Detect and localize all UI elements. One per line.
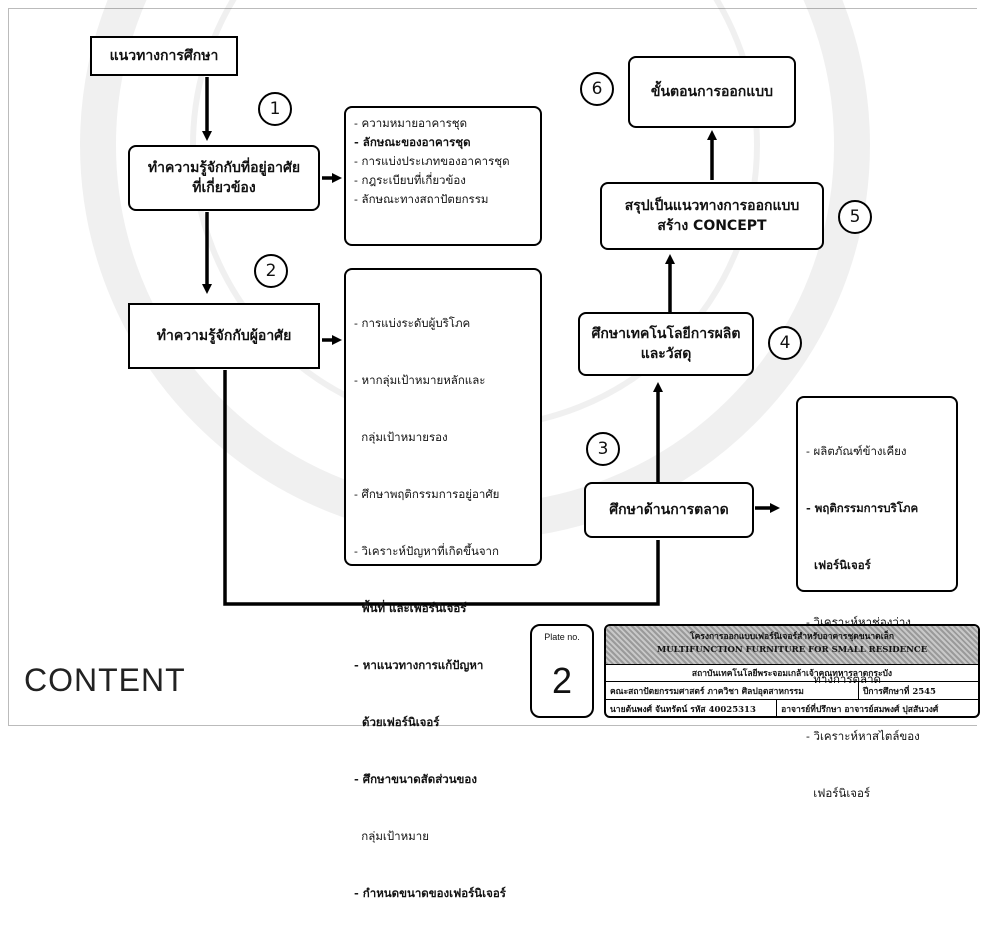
list-item: - ความหมายอาคารชุด: [354, 116, 468, 130]
list-marketing: - ผลิตภัณฑ์ข้างเคียง - พฤติกรรมการบริโภค…: [796, 396, 958, 800]
list-item: เฟอร์นิเจอร์: [806, 786, 871, 800]
step-number-2-text: 2: [265, 261, 277, 281]
title-block-people-row: นายต้นพงศ์ จันทรัตน์ รหัส 40025313 อาจาร…: [606, 700, 978, 716]
step-number-5: 5: [838, 200, 872, 234]
node-concept: สรุปเป็นแนวทางการออกแบบ สร้าง CONCEPT: [600, 182, 824, 250]
title-block-faculty-row: คณะสถาปัตยกรรมศาสตร์ ภาควิชา ศิลปอุตสาหก…: [606, 682, 978, 700]
step-number-1: 1: [258, 92, 292, 126]
node-know-resident-label: ทำความรู้จักกับผู้อาศัย: [156, 328, 292, 344]
node-technology-label: ศึกษาเทคโนโลยีการผลิต และวัสดุ: [591, 326, 741, 362]
plate-number-box: Plate no. 2: [530, 624, 594, 718]
list-housing: - ความหมายอาคารชุด - ลักษณะของอาคารชุด -…: [344, 106, 542, 246]
title-block: โครงการออกแบบเฟอร์นิเจอร์สำหรับอาคารชุดข…: [604, 624, 980, 718]
step-number-3-text: 3: [597, 439, 609, 459]
title-block-header-line2: MULTIFUNCTION FURNITURE FOR SMALL RESIDE…: [656, 645, 928, 655]
title-block-faculty: คณะสถาปัตยกรรมศาสตร์ ภาควิชา ศิลปอุตสาหก…: [606, 682, 859, 699]
list-item: - การแบ่งระดับผู้บริโภค: [354, 316, 471, 330]
step-number-4: 4: [768, 326, 802, 360]
list-item: - วิเคราะห์หาสไตล์ของ: [806, 729, 920, 743]
node-know-housing-label: ทำความรู้จักกับที่อยู่อาศัย ที่เกี่ยวข้อ…: [147, 160, 301, 196]
step-number-1-text: 1: [269, 99, 281, 119]
list-item: - วิเคราะห์ปัญหาที่เกิดขึ้นจาก: [354, 544, 499, 558]
title-block-header: โครงการออกแบบเฟอร์นิเจอร์สำหรับอาคารชุดข…: [606, 626, 978, 665]
step-number-6-text: 6: [591, 79, 603, 99]
list-item: - หาแนวทางการแก้ปัญหา: [354, 658, 484, 672]
list-item: เฟอร์นิเจอร์: [806, 558, 871, 572]
list-item: - ผลิตภัณฑ์ข้างเคียง: [806, 444, 907, 458]
node-study-guide: แนวทางการศึกษา: [90, 36, 238, 76]
list-item: - กำหนดขนาดของเฟอร์นิเจอร์: [354, 886, 506, 900]
list-item: ด้วยเฟอร์นิเจอร์: [354, 715, 440, 729]
node-know-housing: ทำความรู้จักกับที่อยู่อาศัย ที่เกี่ยวข้อ…: [128, 145, 320, 211]
list-item: กลุ่มเป้าหมายรอง: [354, 430, 448, 444]
list-item: กลุ่มเป้าหมาย: [354, 829, 429, 843]
page-title: CONTENT: [24, 662, 186, 698]
node-design-steps: ขั้นตอนการออกแบบ: [628, 56, 796, 128]
node-design-steps-label: ขั้นตอนการออกแบบ: [650, 84, 774, 100]
list-item: - ลักษณะของอาคารชุด: [354, 135, 471, 149]
list-resident: - การแบ่งระดับผู้บริโภค - หากลุ่มเป้าหมา…: [344, 268, 542, 900]
flow-arrows: [202, 77, 780, 606]
list-item: - ลักษณะทางสถาปัตยกรรม: [354, 192, 489, 206]
list-item: ทางการตลาด: [806, 672, 882, 686]
list-item: พื้นที่ และเฟอร์นิเจอร์: [354, 601, 467, 615]
path-resident-to-marketing: [223, 370, 660, 606]
node-marketing: ศึกษาด้านการตลาด: [584, 482, 754, 538]
list-item: - กฎระเบียบที่เกี่ยวข้อง: [354, 173, 466, 187]
step-number-4-text: 4: [779, 333, 791, 353]
node-technology: ศึกษาเทคโนโลยีการผลิต และวัสดุ: [578, 312, 754, 376]
node-know-resident: ทำความรู้จักกับผู้อาศัย: [128, 303, 320, 369]
node-marketing-label: ศึกษาด้านการตลาด: [609, 502, 729, 518]
list-item: - ศึกษาพฤติกรรมการอยู่อาศัย: [354, 487, 500, 501]
list-item: - ศึกษาขนาดสัดส่วนของ: [354, 772, 477, 786]
plate-label: Plate no.: [544, 632, 580, 642]
title-block-institution: สถาบันเทคโนโลยีพระจอมเกล้าเจ้าคุณทหารลาด…: [691, 668, 893, 679]
title-block-student: นายต้นพงศ์ จันทรัตน์ รหัส 40025313: [606, 700, 778, 716]
title-block-year: ปีการศึกษาที่ 2545: [862, 686, 936, 697]
step-number-2: 2: [254, 254, 288, 288]
list-item: - หากลุ่มเป้าหมายหลักและ: [354, 373, 486, 387]
title-block-institution-row: สถาบันเทคโนโลยีพระจอมเกล้าเจ้าคุณทหารลาด…: [606, 664, 978, 682]
title-block-advisor: อาจารย์ที่ปรึกษา อาจารย์สมพงศ์ ปุสสันวงศ…: [781, 705, 939, 715]
step-number-3: 3: [586, 432, 620, 466]
list-item: - การแบ่งประเภทของอาคารชุด: [354, 154, 510, 168]
step-number-6: 6: [580, 72, 614, 106]
plate-number: 2: [551, 660, 573, 701]
title-block-header-line1: โครงการออกแบบเฟอร์นิเจอร์สำหรับอาคารชุดข…: [690, 632, 894, 642]
list-item: - พฤติกรรมการบริโภค: [806, 501, 919, 515]
step-number-5-text: 5: [849, 207, 861, 227]
node-concept-label: สรุปเป็นแนวทางการออกแบบ สร้าง CONCEPT: [624, 198, 800, 234]
node-study-guide-label: แนวทางการศึกษา: [109, 48, 219, 64]
